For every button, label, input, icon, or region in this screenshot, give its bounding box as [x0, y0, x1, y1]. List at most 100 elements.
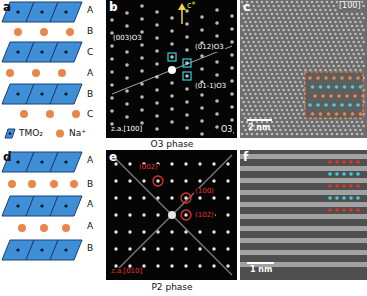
lattice-dot [297, 65, 300, 68]
axis-label: c* [187, 2, 195, 11]
lattice-dot [252, 29, 255, 32]
lattice-dot [269, 21, 272, 24]
diffraction-spot [215, 21, 219, 25]
lattice-dot [289, 33, 292, 36]
lattice-dot [279, 33, 282, 36]
lattice-dot [309, 33, 312, 36]
lattice-dot [294, 21, 297, 24]
lattice-dot [309, 129, 312, 132]
lattice-dot [242, 17, 245, 20]
na-atom [14, 28, 22, 36]
lattice-dot [246, 109, 249, 112]
diffraction-spot [212, 247, 215, 250]
lattice-dot [339, 21, 342, 24]
lattice-dot [349, 45, 352, 48]
lattice-dot [354, 129, 357, 132]
lattice-dot [289, 21, 292, 24]
lattice-dot [257, 29, 260, 32]
lattice-dot [312, 41, 315, 44]
lattice-dot [319, 69, 322, 72]
stacking-letter: A [87, 222, 93, 232]
atom-model-dot [348, 103, 352, 107]
lattice-dot [356, 25, 359, 28]
lattice-dot [257, 41, 260, 44]
diffraction-spot [184, 179, 187, 182]
lattice-dot [274, 57, 277, 60]
lattice-dot [277, 65, 280, 68]
diffraction-spot [156, 230, 159, 233]
lattice-dot [299, 57, 302, 60]
diffraction-spot [198, 264, 201, 267]
lattice-dot [242, 29, 245, 32]
atom-model-dot [342, 160, 346, 164]
lattice-dot [281, 49, 284, 52]
lattice-dot [262, 5, 265, 8]
lattice-dot [286, 109, 289, 112]
lattice-dot [362, 17, 365, 20]
lattice-dot [291, 25, 294, 28]
lattice-dot [304, 129, 307, 132]
na-atom [8, 180, 16, 188]
lattice-dot [254, 9, 257, 12]
na-atom [20, 110, 28, 118]
lattice-dot [286, 133, 289, 136]
lattice-dot [256, 109, 259, 112]
lattice-dot [351, 49, 354, 52]
tmo2-octahedron [50, 84, 82, 104]
lattice-dot [306, 133, 309, 136]
lattice-dot [306, 37, 309, 40]
lattice-dot [314, 9, 317, 12]
panel-letter: a [3, 1, 11, 14]
lattice-dot [247, 77, 250, 80]
lattice-dot [282, 77, 285, 80]
lattice-fringe [240, 250, 367, 255]
lattice-dot [302, 5, 305, 8]
atom-model-dot [328, 172, 332, 176]
lattice-dot [281, 13, 284, 16]
lattice-dot [362, 29, 365, 32]
lattice-dot [357, 41, 360, 44]
lattice-dot [344, 69, 347, 72]
lattice-dot [339, 57, 342, 60]
lattice-dot [287, 89, 290, 92]
diffraction-spot [156, 196, 159, 199]
legend-item: Na⁺ [54, 128, 86, 139]
lattice-dot [256, 121, 259, 124]
lattice-dot [336, 61, 339, 64]
atom-model-dot [327, 112, 331, 116]
lattice-dot [357, 53, 360, 56]
lattice-dot [271, 97, 274, 100]
lattice-dot [322, 53, 325, 56]
lattice-dot [277, 89, 280, 92]
lattice-dot [292, 5, 295, 8]
lattice-dot [286, 49, 289, 52]
diffraction-spot [140, 121, 144, 125]
lattice-dot [242, 53, 245, 56]
lattice-dot [279, 57, 282, 60]
lattice-dot [276, 49, 279, 52]
lattice-dot [282, 53, 285, 56]
lattice-dot [247, 29, 250, 32]
lattice-dot [264, 105, 267, 108]
lattice-dot [261, 109, 264, 112]
lattice-dot [322, 65, 325, 68]
diffraction-spot [128, 162, 131, 165]
lattice-dot [277, 29, 280, 32]
lattice-dot [276, 121, 279, 124]
tm-atom [40, 10, 43, 13]
lattice-dot [274, 33, 277, 36]
lattice-dot [316, 13, 319, 16]
atom-model-dot [342, 196, 346, 200]
lattice-dot [286, 73, 289, 76]
lattice-dot [292, 89, 295, 92]
lattice-dot [337, 17, 340, 20]
atom-model-dot [335, 196, 339, 200]
inset-box [305, 72, 363, 118]
lattice-dot [281, 109, 284, 112]
lattice-fringe [240, 214, 367, 219]
atom-model-dot [335, 172, 339, 176]
lattice-dot [296, 13, 299, 16]
lattice-dot [284, 81, 287, 84]
na-atom [18, 224, 26, 232]
streak [112, 155, 232, 275]
